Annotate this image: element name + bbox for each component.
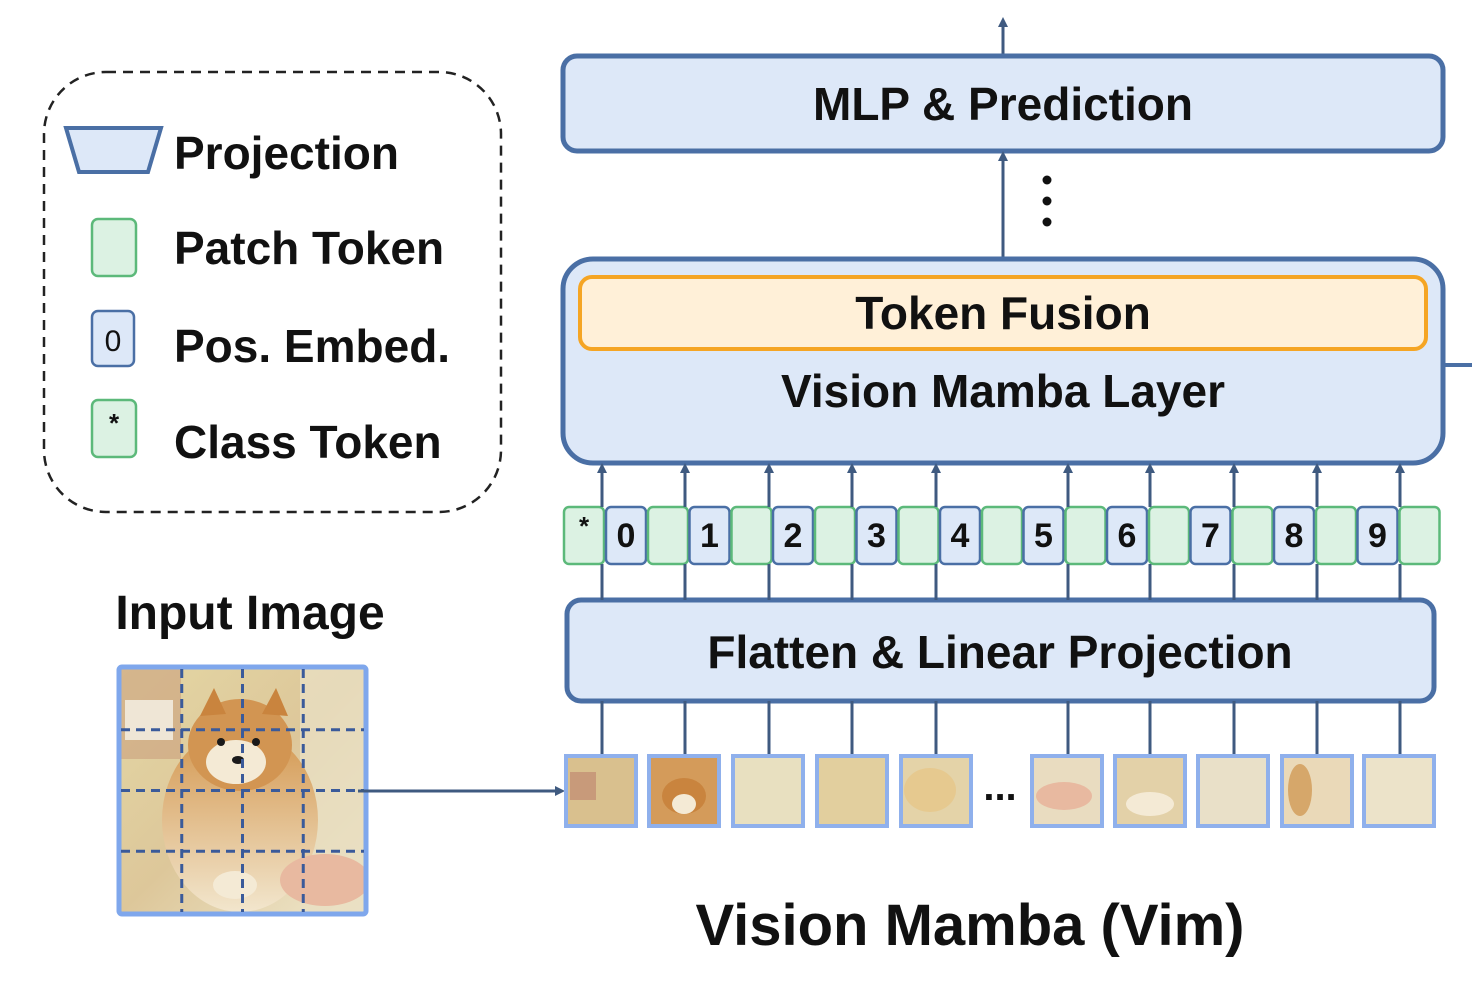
legend-border <box>42 70 503 514</box>
patch-token <box>1231 505 1274 566</box>
legend-pos-embed-label: Pos. Embed. <box>174 320 450 372</box>
image-patch-grid <box>121 669 364 912</box>
flatten-projection-block <box>564 597 1437 704</box>
pos-embed-token-label: 4 <box>951 517 970 555</box>
token-fusion-block <box>578 275 1428 351</box>
patch-token <box>646 505 690 566</box>
pos-embed-token <box>1189 505 1232 566</box>
pos-embed-token-label: 9 <box>1368 517 1387 555</box>
pos-embed-icon <box>90 309 136 368</box>
image-patch <box>815 754 889 828</box>
patch-detail <box>904 768 956 812</box>
pos-embed-token-label: 0 <box>617 517 636 555</box>
pos-embed-token <box>855 505 898 566</box>
patch-token <box>1314 505 1358 566</box>
pos-embed-token <box>1356 505 1399 566</box>
pos-embed-token-label: 7 <box>1201 517 1220 555</box>
pos-embed-token-label: 1 <box>700 517 719 555</box>
legend-projection-label: Projection <box>174 127 399 179</box>
patch-token <box>730 505 773 566</box>
input-image <box>116 664 369 917</box>
pos-embed-token-label: 6 <box>1118 517 1137 555</box>
pos-embed-token-label: 8 <box>1285 517 1304 555</box>
pos-embed-token <box>1105 505 1149 566</box>
patch-token-icon <box>90 217 138 278</box>
pos-embed-token-label: 3 <box>867 517 886 555</box>
patch-detail <box>672 794 696 814</box>
legend-patch-token-label: Patch Token <box>174 222 444 274</box>
patch-detail <box>570 772 596 800</box>
patch-token <box>1064 505 1107 566</box>
patch-detail <box>1126 792 1174 816</box>
image-patch <box>731 754 805 828</box>
patch-row <box>564 754 1436 828</box>
pos-embed-token <box>938 505 982 566</box>
flatten-projection-label: Flatten & Linear Projection <box>707 626 1292 678</box>
pos-embed-token <box>688 505 731 566</box>
input-image-title: Input Image <box>115 587 384 640</box>
token-sequence: * 0 1 2 3 4 5 6 7 8 9 <box>562 505 1441 566</box>
mlp-prediction-label: MLP & Prediction <box>813 78 1193 130</box>
pos-embed-token-label: 2 <box>784 517 803 555</box>
class-token-icon <box>90 398 138 459</box>
image-patch <box>1362 754 1436 828</box>
pos-embed-token <box>1022 505 1065 566</box>
class-token-icon-glyph: * <box>109 408 120 438</box>
patch-token <box>1398 505 1441 566</box>
patch-detail <box>1036 782 1092 810</box>
pos-embed-token-label: 5 <box>1034 517 1053 555</box>
class-token-glyph: * <box>579 511 590 541</box>
patch-token <box>1147 505 1191 566</box>
pos-embed-token <box>604 505 648 566</box>
patch-ellipsis: ... <box>983 765 1016 809</box>
patch-detail <box>1288 764 1312 816</box>
main-title: Vision Mamba (Vim) <box>696 893 1245 958</box>
image-patch <box>1196 754 1270 828</box>
projection-trapezoid-icon <box>63 126 164 174</box>
class-token <box>562 505 606 566</box>
vision-mamba-layer-label: Vision Mamba Layer <box>781 365 1225 417</box>
legend: Projection Patch Token 0 Pos. Embed. * C… <box>42 70 503 514</box>
patch-token <box>897 505 940 566</box>
patch-token <box>980 505 1024 566</box>
patch-token <box>813 505 857 566</box>
token-fusion-label: Token Fusion <box>855 287 1151 339</box>
stack-ellipsis <box>1042 175 1052 227</box>
connectors <box>597 463 1405 756</box>
pos-embed-token <box>771 505 815 566</box>
pos-embed-token <box>1272 505 1316 566</box>
legend-class-token-label: Class Token <box>174 416 442 468</box>
pos-embed-icon-glyph: 0 <box>105 325 122 358</box>
